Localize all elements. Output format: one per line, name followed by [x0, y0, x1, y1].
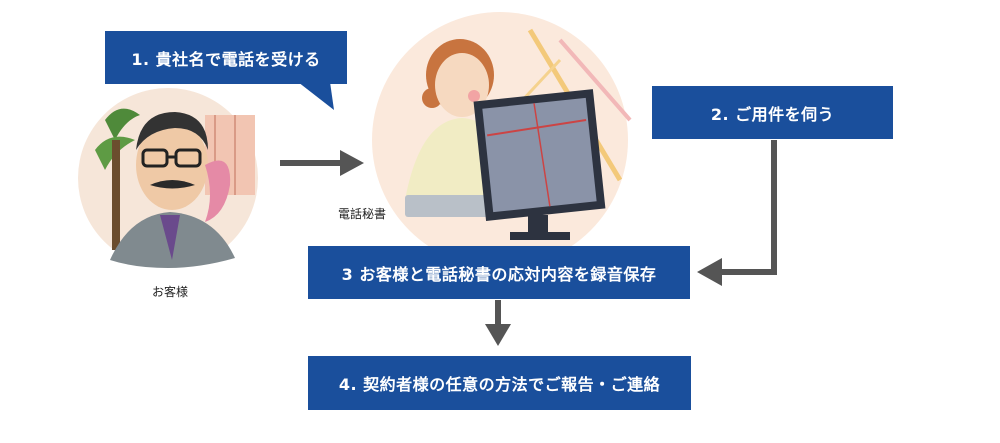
step-4-label: 4. 契約者様の任意の方法でご報告・ご連絡 [338, 375, 661, 394]
step-1-label: 1. 貴社名で電話を受ける [131, 49, 321, 69]
step-4-box: 4. 契約者様の任意の方法でご報告・ご連絡 [308, 356, 691, 410]
customer-illustration [78, 88, 258, 268]
step-3-box: 3 お客様と電話秘書の応対内容を録音保存 [308, 246, 690, 299]
secretary-illustration [372, 12, 632, 268]
step-3-label: 3 お客様と電話秘書の応対内容を録音保存 [341, 264, 657, 284]
speech-bubble-tail [298, 82, 334, 110]
secretary-caption: 電話秘書 [338, 207, 387, 221]
arrow-customer-to-secretary [280, 150, 364, 176]
step-2-box: 2. ご用件を伺う [652, 86, 893, 139]
arrow-step2-to-step3 [697, 140, 777, 286]
customer-caption: お客様 [152, 285, 189, 299]
step-1-box: 1. 貴社名で電話を受ける [105, 31, 347, 84]
arrow-step3-to-step4 [485, 300, 511, 346]
step-2-label: 2. ご用件を伺う [710, 104, 835, 124]
